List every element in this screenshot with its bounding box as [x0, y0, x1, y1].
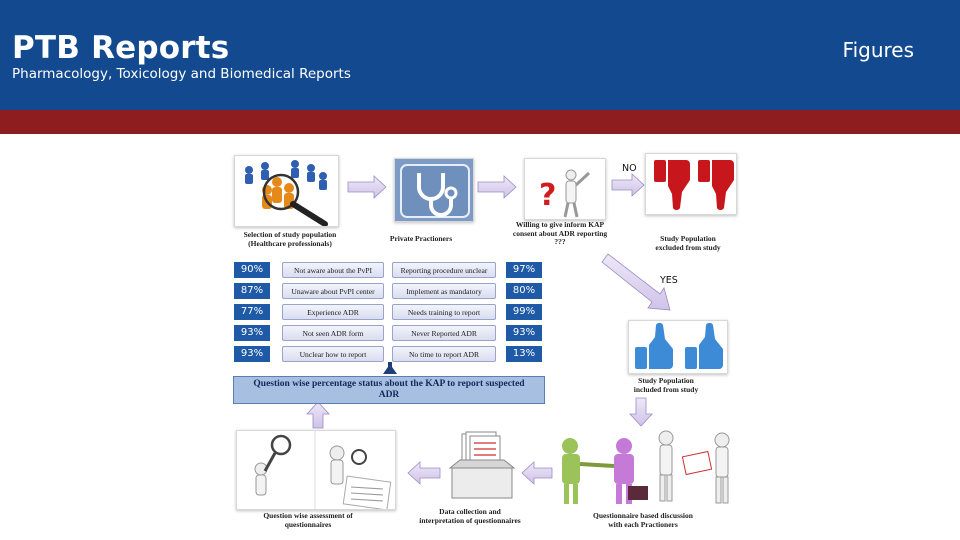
people-search-image	[234, 155, 339, 227]
question-status-box: Question wise percentage status about th…	[233, 376, 545, 404]
stethoscope-image	[394, 158, 474, 222]
inspector-figures-icon	[254, 431, 392, 509]
discussion-image	[556, 428, 740, 510]
willing-caption: Willing to give inform KAP consent about…	[512, 220, 608, 247]
yes-label: YES	[660, 275, 678, 286]
question-mark-person-icon: ?	[539, 169, 591, 218]
thumbs-down-icon	[654, 160, 734, 211]
journal-title: PTB Reports	[12, 30, 230, 66]
stat-left-pct-4: 93%	[234, 325, 270, 341]
stat-right-text-4: Never Reported ADR	[392, 325, 496, 341]
stat-right-text-1: Reporting procedure unclear	[392, 262, 496, 278]
svg-text:?: ?	[539, 178, 556, 213]
practitioners-caption: Private Practioners	[389, 234, 453, 243]
stat-left-pct-5: 93%	[234, 346, 270, 362]
collection-caption: Data collection and interpretation of qu…	[419, 507, 521, 525]
assessment-caption: Question wise assessment of questionnair…	[263, 511, 353, 529]
no-label: NO	[622, 163, 637, 174]
stat-right-text-3: Needs training to report	[392, 304, 496, 320]
stat-right-pct-3: 99%	[506, 304, 542, 320]
stat-left-text-2: Unaware about PvPI center	[282, 283, 384, 299]
arrow-included-to-discussion	[629, 397, 653, 427]
stat-left-text-4: Not seen ADR form	[282, 325, 384, 341]
people-magnifier-icon	[245, 160, 328, 226]
stat-left-pct-1: 90%	[234, 262, 270, 278]
stat-right-pct-2: 80%	[506, 283, 542, 299]
thumbs-up-icon	[635, 322, 723, 369]
stat-left-text-1: Not aware about the PvPI	[282, 262, 384, 278]
stat-left-pct-3: 77%	[234, 304, 270, 320]
stat-left-pct-2: 87%	[234, 283, 270, 299]
included-caption: Study Population included from study	[633, 376, 699, 394]
arrow-collection-to-assessment	[407, 461, 441, 485]
thumbs-up-image	[628, 320, 728, 374]
stat-right-pct-5: 13%	[506, 346, 542, 362]
arrow-practitioners-to-willing	[477, 175, 517, 199]
stat-left-text-3: Experience ADR	[282, 304, 384, 320]
stat-left-text-5: Unclear how to report	[282, 346, 384, 362]
selection-caption: Selection of study population (Healthcar…	[243, 230, 337, 248]
arrow-willing-to-excluded	[611, 173, 645, 197]
stat-right-pct-4: 93%	[506, 325, 542, 341]
accent-bar	[0, 110, 960, 134]
stat-right-text-2: Implement as mandatory	[392, 283, 496, 299]
arrow-assessment-to-questions	[306, 401, 330, 429]
stat-right-text-5: No time to report ADR	[392, 346, 496, 362]
journal-subtitle: Pharmacology, Toxicology and Biomedical …	[12, 66, 351, 82]
thumbs-down-image	[645, 153, 737, 215]
data-collection-image	[444, 430, 520, 502]
section-label: Figures	[842, 38, 914, 62]
excluded-caption: Study Population excluded from study	[655, 234, 721, 252]
arrow-willing-to-included	[601, 253, 671, 311]
handshake-figures-icon	[562, 430, 730, 504]
arrow-selection-to-practitioners	[347, 175, 387, 199]
arrow-discussion-to-collection	[521, 461, 553, 485]
assessment-image	[236, 430, 396, 510]
question-person-image: ?	[524, 158, 606, 220]
stethoscope-icon	[400, 164, 470, 218]
journal-header: PTB Reports Pharmacology, Toxicology and…	[0, 0, 960, 110]
stat-right-pct-1: 97%	[506, 262, 542, 278]
discussion-caption: Questionnaire based discussion with each…	[593, 511, 693, 529]
open-box-papers-icon	[448, 431, 516, 499]
